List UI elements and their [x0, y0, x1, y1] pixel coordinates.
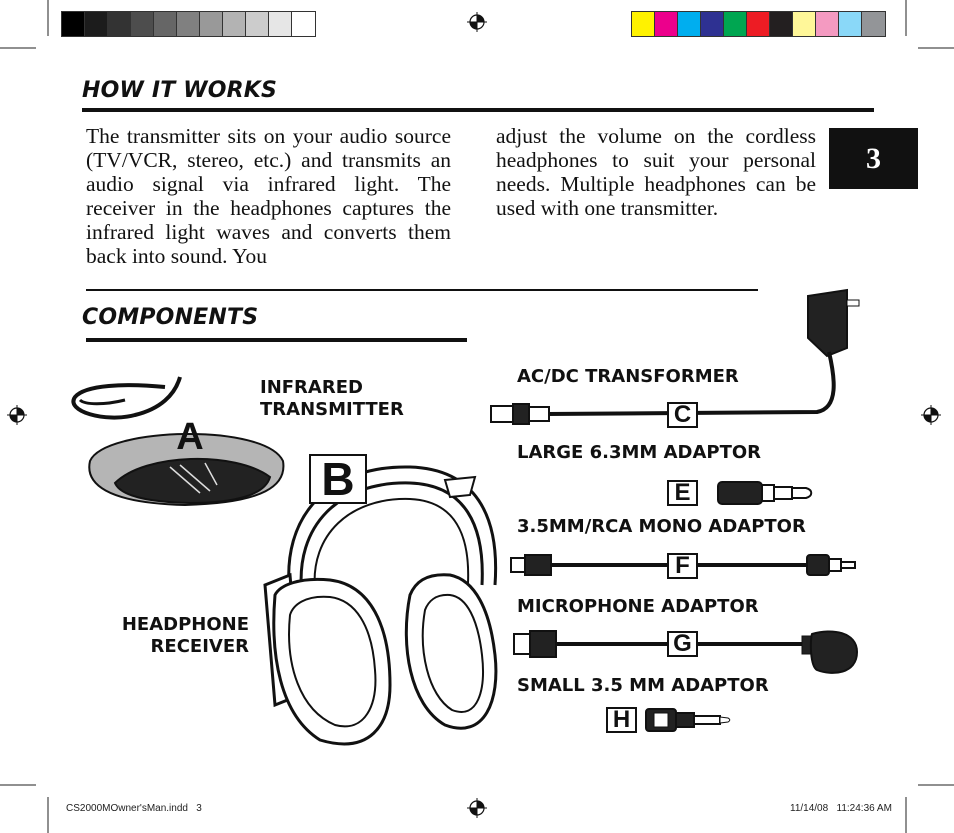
grayscale-swatch: [292, 12, 315, 36]
footer-timestamp: 11/14/08 11:24:36 AM: [790, 803, 892, 814]
registration-mark-top-icon: [467, 12, 487, 32]
process-swatch: [816, 12, 839, 36]
components-rule: [86, 338, 467, 342]
small-adaptor-label: SMALL 3.5 MM ADAPTOR: [517, 675, 769, 696]
process-swatch: [655, 12, 678, 36]
large-adaptor-illustration: [717, 481, 813, 505]
letter-b-badge: B: [309, 453, 367, 505]
grayscale-swatch: [269, 12, 292, 36]
how-it-works-rule: [82, 108, 874, 112]
process-color-bar: [631, 11, 886, 37]
grayscale-swatch: [246, 12, 269, 36]
page-number-tab: 3: [829, 128, 918, 189]
grayscale-swatch: [223, 12, 246, 36]
letter-g-badge: G: [667, 630, 698, 657]
grayscale-swatch: [62, 12, 85, 36]
how-it-works-column-1: The transmitter sits on your audio sourc…: [86, 124, 451, 268]
letter-f-badge: F: [667, 552, 698, 579]
letter-h: H: [612, 706, 631, 733]
mono-adaptor-label: 3.5MM/RCA MONO ADAPTOR: [517, 516, 806, 537]
small-adaptor-illustration: [645, 708, 731, 732]
components-heading: COMPONENTS: [82, 305, 259, 330]
process-swatch: [701, 12, 724, 36]
grayscale-color-bar: [61, 11, 316, 37]
headphone-receiver-label-line-2: RECEIVER: [150, 636, 249, 657]
grayscale-swatch: [154, 12, 177, 36]
headphone-receiver-label-line-1: HEADPHONE: [121, 614, 249, 635]
grayscale-swatch: [200, 12, 223, 36]
ac-dc-transformer-label: AC/DC TRANSFORMER: [517, 366, 739, 387]
letter-e: E: [674, 479, 691, 506]
process-swatch: [678, 12, 701, 36]
headphone-receiver-illustration: [263, 465, 498, 746]
registration-mark-left-icon: [7, 405, 27, 425]
letter-c: C: [673, 401, 692, 428]
infrared-transmitter-label-line-2: TRANSMITTER: [260, 399, 404, 420]
letter-f: F: [675, 552, 690, 579]
process-swatch: [770, 12, 793, 36]
grayscale-swatch: [131, 12, 154, 36]
process-swatch: [747, 12, 770, 36]
microphone-adaptor-illustration: [513, 630, 859, 674]
letter-g: G: [673, 630, 692, 657]
how-it-works-heading: HOW IT WORKS: [82, 78, 278, 103]
process-swatch: [632, 12, 655, 36]
letter-a: A: [176, 415, 204, 458]
infrared-transmitter-label-line-1: INFRARED: [260, 377, 363, 398]
grayscale-swatch: [85, 12, 108, 36]
section-divider: [86, 289, 758, 291]
how-it-works-column-2: adjust the volume on the cordless headph…: [496, 124, 816, 220]
footer-filename: CS2000MOwner'sMan.indd 3: [66, 803, 202, 814]
letter-e-badge: E: [667, 479, 698, 506]
large-adaptor-label: LARGE 6.3MM ADAPTOR: [517, 442, 762, 463]
page-number: 3: [866, 141, 881, 175]
grayscale-swatch: [108, 12, 131, 36]
registration-mark-bottom-icon: [467, 798, 487, 818]
infrared-transmitter-illustration: [71, 376, 295, 524]
letter-b: B: [321, 453, 355, 505]
letter-h-badge: H: [606, 706, 637, 733]
headphone-receiver-label: HEADPHONE RECEIVER: [110, 614, 249, 658]
grayscale-swatch: [177, 12, 200, 36]
process-swatch: [862, 12, 885, 36]
process-swatch: [839, 12, 862, 36]
letter-c-badge: C: [667, 401, 698, 428]
microphone-adaptor-label: MICROPHONE ADAPTOR: [517, 596, 759, 617]
registration-mark-right-icon: [921, 405, 941, 425]
infrared-transmitter-label: INFRARED TRANSMITTER: [260, 377, 404, 421]
ac-dc-transformer-illustration: [490, 288, 860, 425]
letter-a-badge: A: [168, 415, 212, 458]
process-swatch: [724, 12, 747, 36]
process-swatch: [793, 12, 816, 36]
